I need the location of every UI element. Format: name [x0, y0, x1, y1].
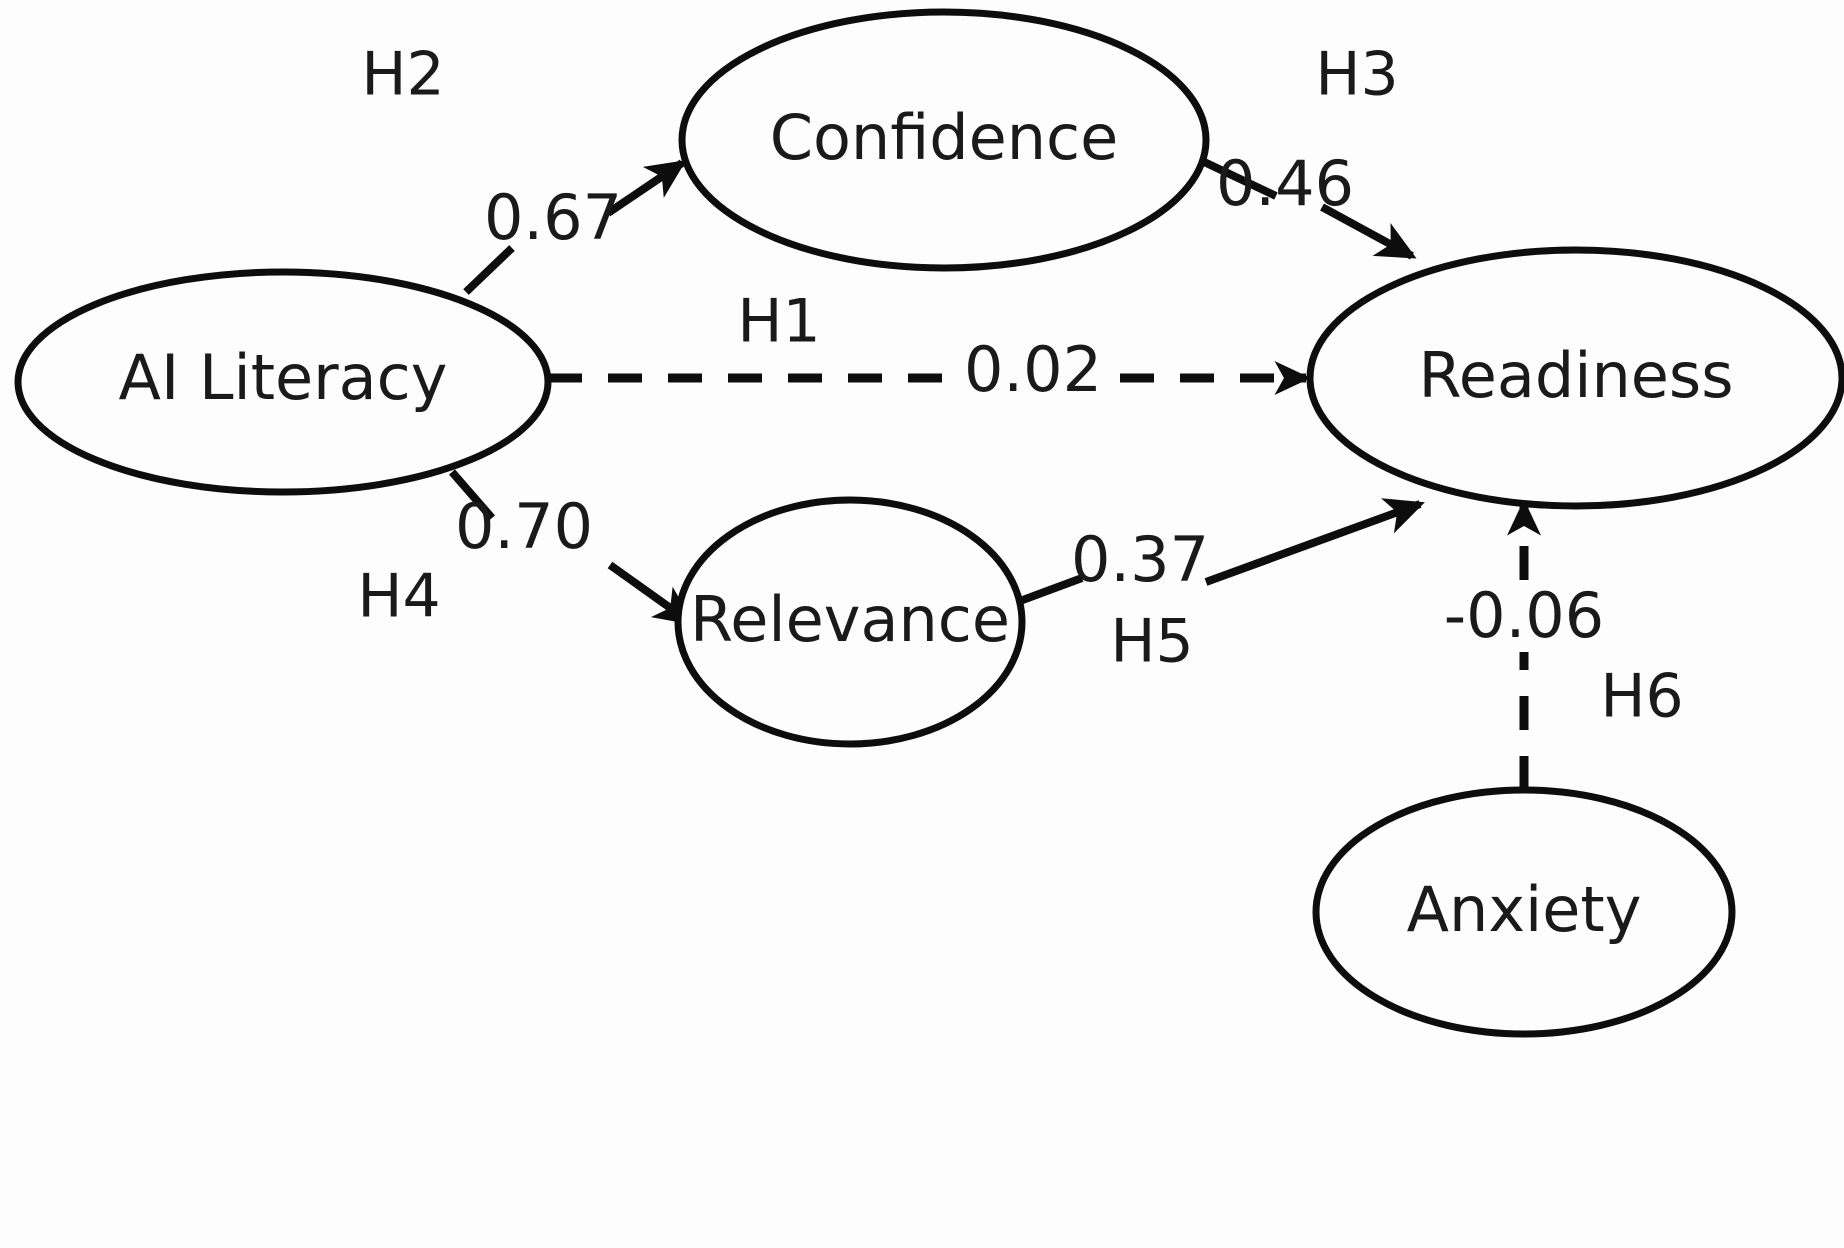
node-relevance-ellipse[interactable] — [674, 496, 1026, 748]
node-relevance[interactable]: Relevance — [674, 496, 1026, 748]
node-confidence-label: Confidence — [770, 101, 1119, 174]
path-h3-stub-segment — [1198, 156, 1278, 200]
hypothesis-label-h2: H2 — [361, 40, 444, 110]
node-readiness-ellipse[interactable] — [1306, 246, 1844, 510]
path-h2-ai-literacy-to-confidence — [463, 159, 687, 295]
hypothesis-label-h5: H5 — [1110, 607, 1193, 677]
path-h3-confidence-to-readiness — [1198, 156, 1417, 260]
path-h4-stub-segment — [448, 469, 496, 521]
node-readiness-label: Readiness — [1418, 339, 1733, 412]
node-ai-literacy-label: AI Literacy — [119, 341, 448, 414]
coefficient-label-h1: 0.02 — [964, 333, 1102, 406]
path-h3-arrow-segment — [1320, 203, 1417, 260]
path-h2-arrow-segment — [605, 159, 687, 217]
coefficient-label-h6: -0.06 — [1444, 579, 1604, 652]
path-h2-stub-segment — [463, 245, 515, 295]
node-ai-literacy[interactable]: AI Literacy — [14, 268, 552, 496]
node-anxiety-label: Anxiety — [1407, 873, 1642, 946]
coefficient-label-h4: 0.70 — [455, 490, 593, 563]
coefficient-label-h3: 0.46 — [1216, 147, 1354, 220]
node-confidence[interactable]: Confidence — [678, 8, 1210, 272]
hypothesis-label-h1: H1 — [737, 287, 820, 357]
node-anxiety-ellipse[interactable] — [1312, 786, 1736, 1038]
hypothesis-label-h6: H6 — [1600, 662, 1683, 732]
path-h5-stub-segment — [1010, 574, 1084, 608]
node-confidence-ellipse[interactable] — [678, 8, 1210, 272]
hypothesis-label-h3: H3 — [1315, 40, 1398, 110]
node-anxiety[interactable]: Anxiety — [1312, 786, 1736, 1038]
node-relevance-label: Relevance — [690, 583, 1010, 656]
node-readiness[interactable]: Readiness — [1306, 246, 1844, 510]
hypothesis-label-h4: H4 — [357, 562, 440, 632]
node-ai-literacy-ellipse[interactable] — [14, 268, 552, 496]
path-h5-arrow-segment — [1204, 498, 1425, 586]
path-h5-relevance-to-readiness — [1010, 498, 1425, 608]
coefficient-label-h5: 0.37 — [1071, 523, 1209, 596]
coefficient-label-h2: 0.67 — [484, 181, 622, 254]
